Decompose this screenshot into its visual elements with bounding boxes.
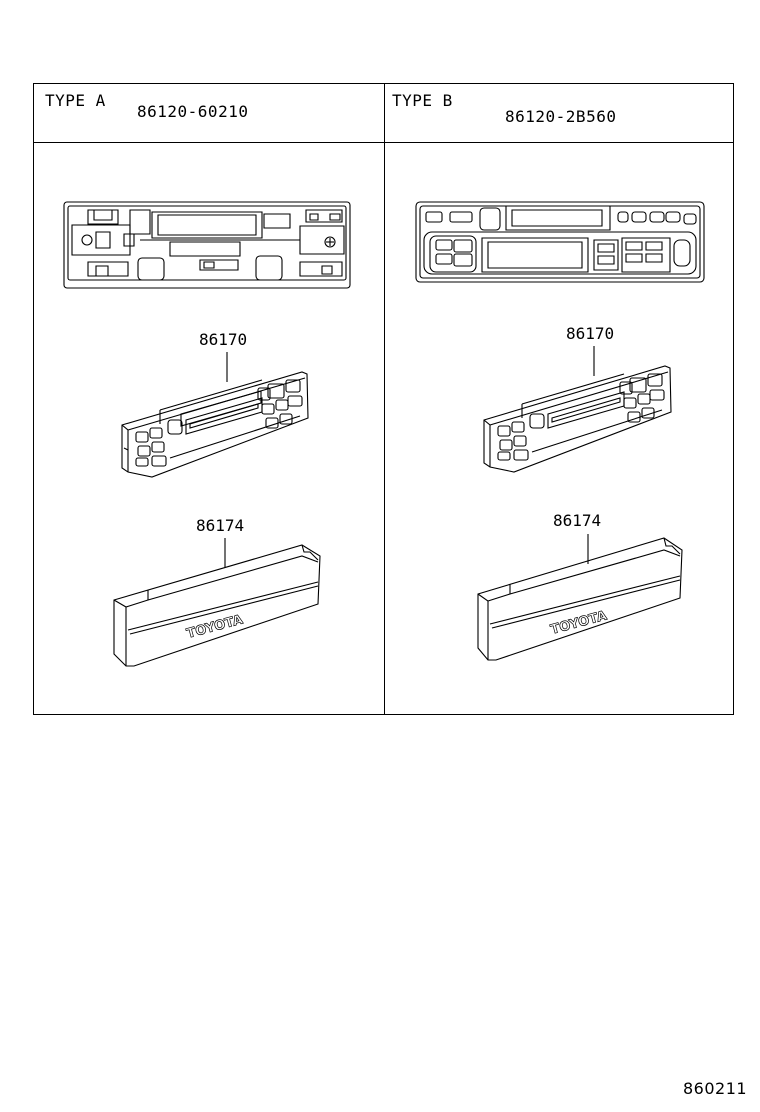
type-b-cover: TOYOTA	[478, 534, 682, 660]
type-b-label: TYPE B	[392, 91, 453, 110]
type-a-cover-logo: TOYOTA	[185, 613, 244, 642]
header-divider	[33, 142, 734, 143]
type-a-part-number: 86120-60210	[137, 102, 249, 121]
type-b-front-part-label: 86170	[566, 324, 615, 343]
column-divider	[384, 83, 385, 715]
type-b-cover-part-label: 86174	[553, 511, 602, 530]
type-a-front-panel	[122, 352, 308, 477]
type-a-cover: TOYOTA	[114, 538, 320, 666]
type-b-part-number: 86120-2B560	[505, 107, 617, 126]
diagram-table-frame	[33, 83, 734, 715]
type-a-radio-unit	[64, 202, 350, 288]
type-a-cover-part-label: 86174	[196, 516, 245, 535]
drawing-id: 860211	[683, 1079, 748, 1098]
type-a-label: TYPE A	[45, 91, 106, 110]
type-a-front-part-label: 86170	[199, 330, 248, 349]
type-b-front-panel	[484, 346, 671, 472]
type-b-cover-logo: TOYOTA	[549, 609, 608, 638]
type-b-radio-unit	[416, 202, 704, 282]
